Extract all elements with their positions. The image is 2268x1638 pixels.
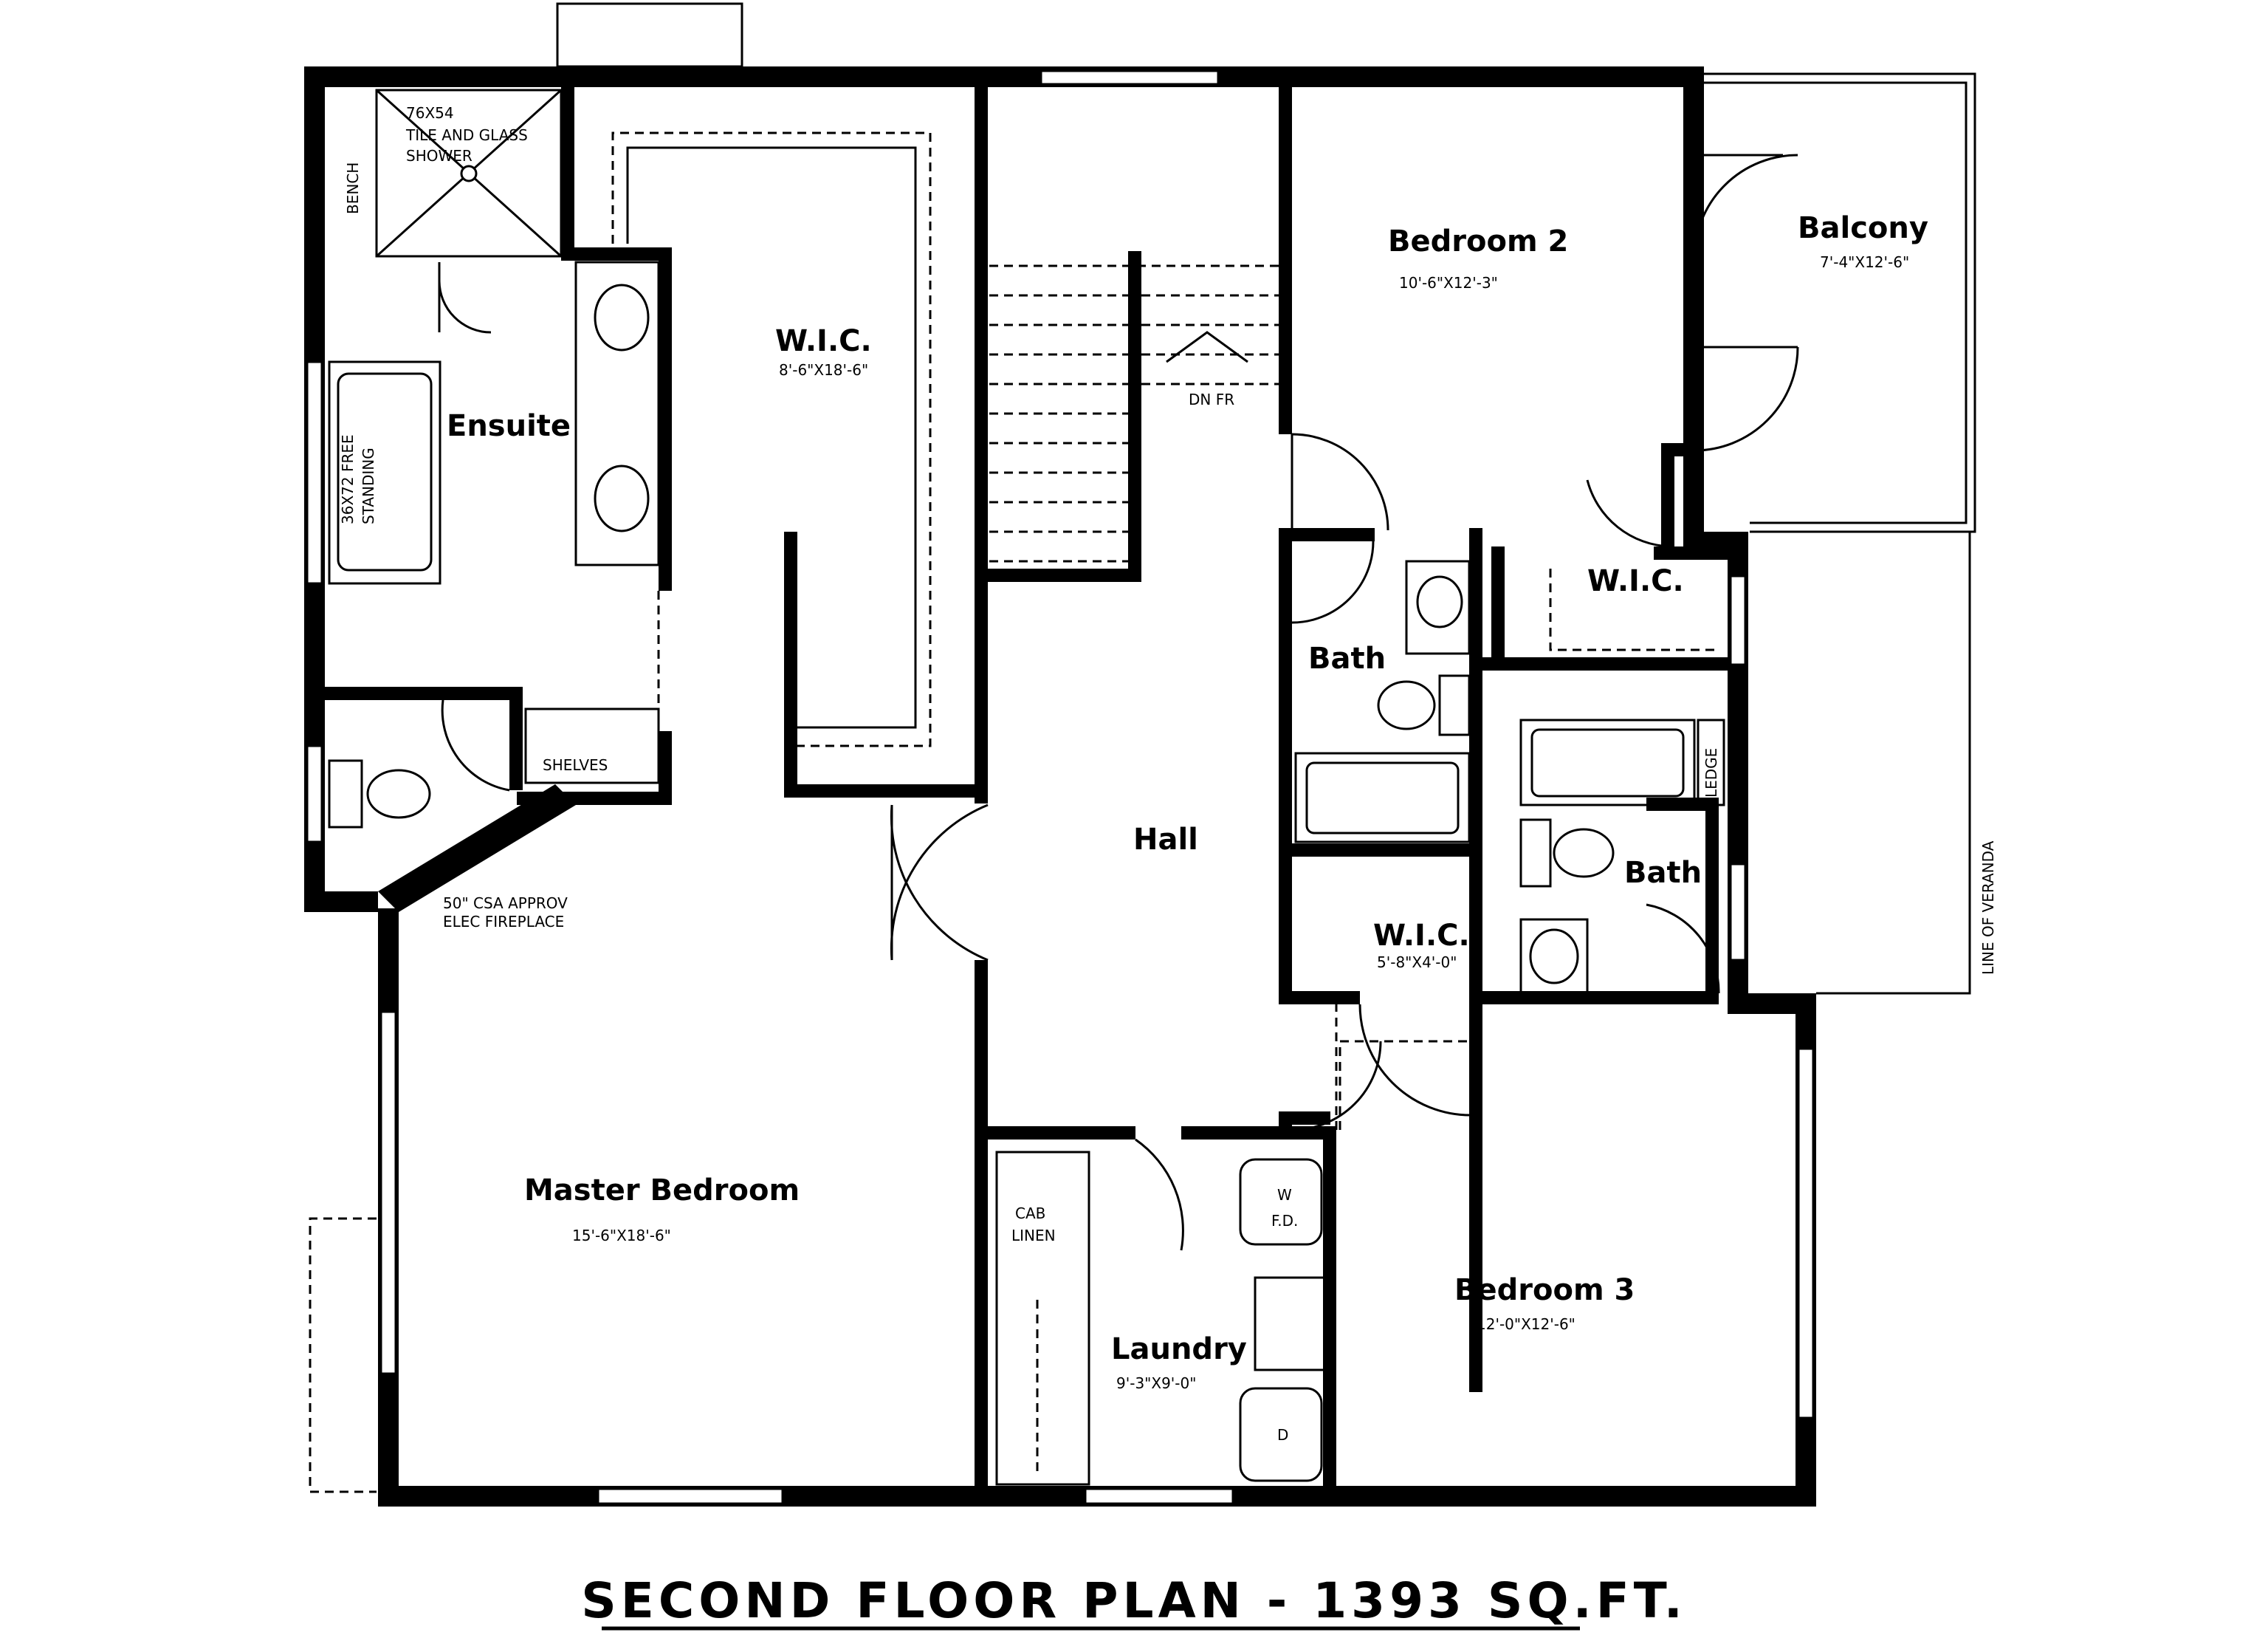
hall-label: Hall: [1133, 823, 1198, 857]
door-swings: [438, 262, 1720, 1251]
bedroom3-dim: 12'-0"X12'-6": [1477, 1315, 1575, 1333]
veranda-note: LINE OF VERANDA: [1979, 840, 1997, 975]
shower: [375, 89, 563, 258]
bedroom2-dim: 10'-6"X12'-3": [1399, 274, 1498, 292]
bath1-label: Bath: [1308, 642, 1386, 676]
tub-note-1: 36X72 FREE: [339, 434, 357, 524]
shower-size-note: 76X54: [406, 104, 454, 122]
freestanding-tub: [328, 360, 441, 585]
bed2-wic-shelf: [1549, 569, 1720, 651]
balcony-dim: 7'-4"X12'-6": [1820, 253, 1909, 271]
shelves-box: [524, 707, 660, 784]
washer-note: W: [1277, 1186, 1292, 1204]
balcony-doors: [1693, 154, 1799, 452]
shelves-note: SHELVES: [543, 756, 608, 774]
dryer-note: D: [1277, 1426, 1288, 1444]
fireplace-note-2: ELEC FIREPLACE: [443, 913, 564, 931]
bath1-fixtures: [1294, 560, 1471, 843]
laundry-fixtures: [995, 1151, 1327, 1486]
ledge-note: LEDGE: [1702, 748, 1720, 798]
small-wic-dim: 5'-8"X4'-0": [1377, 953, 1457, 971]
bedroom3-label: Bedroom 3: [1454, 1273, 1635, 1307]
small-wic-label: W.I.C.: [1373, 919, 1470, 953]
balcony-label: Balcony: [1798, 211, 1928, 245]
windows: [306, 2, 1815, 1505]
fireplace-note-1: 50" CSA APPROV: [443, 894, 568, 912]
stairs: [989, 264, 1279, 563]
shower-desc2-note: SHOWER: [406, 147, 472, 165]
plan-title: SECOND FLOOR PLAN - 1393 SQ.FT.: [581, 1572, 1687, 1629]
master-bedroom-label: Master Bedroom: [524, 1173, 800, 1207]
bedroom2-label: Bedroom 2: [1388, 225, 1568, 258]
master-bedroom-dim: 15'-6"X18'-6": [572, 1227, 671, 1244]
cab-note: CAB: [1015, 1204, 1045, 1222]
bath2-fixtures: [1519, 719, 1725, 995]
laundry-label: Laundry: [1111, 1332, 1247, 1366]
master-wic-shelves: [611, 131, 932, 747]
bath2-label: Bath: [1624, 856, 1702, 890]
ensuite-label: Ensuite: [447, 409, 571, 443]
ensuite-toilet: [328, 759, 431, 829]
master-wic-dim: 8'-6"X18'-6": [779, 361, 868, 379]
bench-note: BENCH: [344, 162, 362, 214]
interior-walls: [325, 66, 1728, 1507]
bed2-wic-label: W.I.C.: [1587, 564, 1684, 598]
laundry-dim: 9'-3"X9'-0": [1116, 1374, 1196, 1392]
stairs-note: DN FR: [1189, 391, 1234, 408]
small-wic-shelf-2: [1339, 1040, 1469, 1130]
shower-desc1-note: TILE AND GLASS: [405, 126, 528, 144]
ensuite-vanity: [574, 261, 660, 566]
tub-note-2: STANDING: [360, 448, 377, 524]
balcony-outline: [1704, 72, 1976, 995]
linen-note: LINEN: [1011, 1227, 1056, 1244]
master-wic-label: W.I.C.: [775, 324, 872, 358]
floor-drain-note: F.D.: [1271, 1212, 1298, 1230]
